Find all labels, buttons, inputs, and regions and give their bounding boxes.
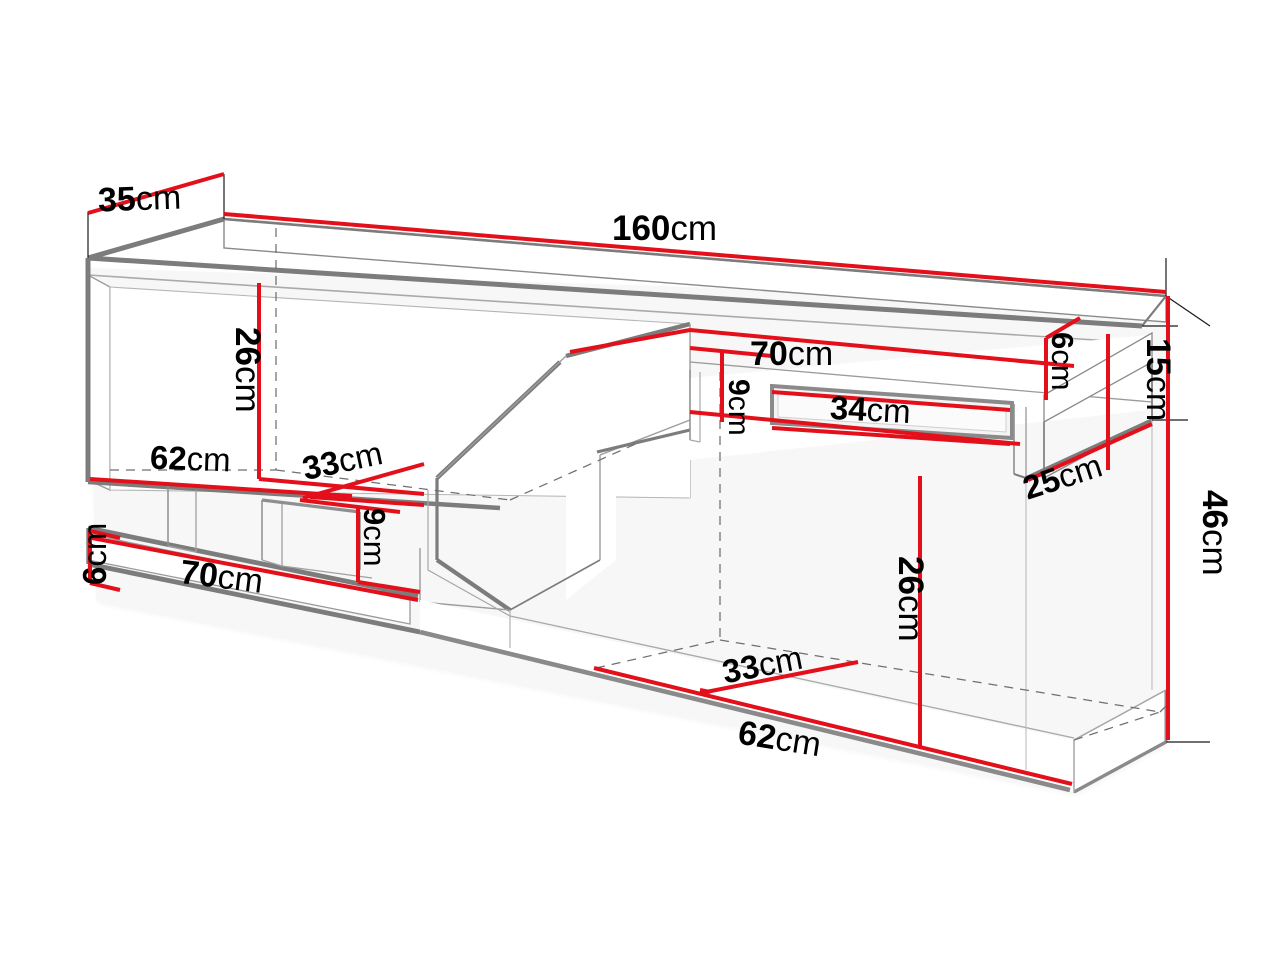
dimline-gap-right-top	[689, 346, 773, 358]
dimension-value: 15	[1139, 338, 1177, 376]
dimension-value: 70	[750, 335, 788, 373]
dimension-label-height-total-right: 46cm	[1195, 490, 1234, 576]
dimension-unit: cm	[787, 335, 834, 373]
dimension-value: 35	[97, 180, 137, 220]
dimension-value: 62	[149, 438, 188, 477]
dimension-label-depth-top-left: 35cm	[97, 178, 182, 220]
dimension-lines	[87, 172, 1170, 786]
center-angled-section	[419, 321, 691, 617]
dimline-height-plinth-left-tick	[89, 529, 121, 540]
dimension-label-gap-right-shelf: 9cm	[722, 379, 755, 436]
dimline-depth-right-step	[1027, 422, 1153, 482]
dimension-label-width-plinth-left: 70cm	[177, 553, 266, 601]
dimension-label-width-niche-right: 34cm	[829, 388, 912, 431]
dimension-value: 9	[722, 379, 755, 396]
dimension-value: 34	[829, 388, 868, 428]
dimline-height-plinth-left-tick2	[89, 581, 121, 592]
dimline-width-right-small	[705, 660, 859, 694]
dimline-width-left-small-b	[309, 495, 425, 507]
dimension-label-thickness-top-right: 6cm	[1045, 332, 1080, 391]
dimline-gap-left-bottom	[357, 580, 421, 594]
dimension-unit: cm	[1195, 528, 1234, 576]
dimension-unit: cm	[1045, 349, 1080, 391]
dimline-width-niche-lower	[771, 426, 1011, 446]
dimension-unit: cm	[228, 365, 267, 413]
dimension-unit: cm	[357, 525, 392, 567]
dimline-width-left-small	[302, 462, 425, 500]
dimline-width-total	[223, 212, 1167, 294]
dimension-unit: cm	[891, 594, 930, 642]
top-panel	[86, 216, 1167, 344]
dimline-shelf-diag	[569, 328, 691, 354]
dimension-unit: cm	[135, 178, 182, 219]
dimension-label-gap-left-center: 9cm	[357, 508, 392, 567]
dimension-label-height-right-cabinet: 26cm	[891, 556, 930, 642]
dimension-value: 6	[76, 566, 113, 585]
dimline-thickness-top-right-t1	[1044, 316, 1082, 340]
dimline-width-niche-upper	[771, 390, 1011, 412]
dimline-width-plinth-left	[91, 536, 419, 602]
dimension-value: 6	[1045, 332, 1080, 350]
dimline-depth-top-left	[87, 172, 225, 215]
dimension-unit: cm	[772, 719, 824, 765]
dimline-gap-left-top	[299, 498, 401, 514]
dimline-width-right-small-tick	[699, 688, 711, 694]
dimension-label-height-left-cabinet: 26cm	[228, 327, 267, 413]
dimension-unit: cm	[722, 395, 755, 436]
dimension-unit: cm	[865, 390, 912, 431]
dimension-value: 160	[612, 209, 671, 248]
furniture-body	[85, 174, 1211, 794]
dimline-gap-right-bottom	[689, 410, 1021, 446]
dimension-label-height-right-upper: 15cm	[1139, 338, 1177, 422]
dimension-label-height-plinth-left: 6cm	[76, 522, 113, 585]
dimension-label-width-left-door: 62cm	[149, 438, 232, 479]
dimline-width-left-door	[89, 477, 353, 498]
dimension-value: 62	[735, 713, 779, 758]
left-cabinet	[85, 258, 691, 511]
dimension-label-width-shelf-right: 70cm	[750, 337, 833, 371]
dimension-value: 26	[891, 556, 930, 595]
dimension-unit: cm	[670, 209, 718, 248]
dimension-unit: cm	[186, 439, 232, 479]
extension-lines	[87, 174, 1211, 743]
hidden-lines	[110, 228, 1167, 741]
dimension-unit: cm	[1139, 375, 1177, 422]
dimension-unit: cm	[76, 522, 113, 567]
dimension-value: 9	[357, 508, 392, 526]
dimline-width-right-door	[593, 666, 1073, 786]
dimension-value: 26	[228, 327, 267, 366]
dimline-width-shelf-right	[689, 328, 1075, 368]
dimension-value: 70	[177, 553, 221, 596]
dimension-label-width-total: 160cm	[612, 211, 717, 246]
dimension-value: 46	[1195, 490, 1234, 529]
dimension-unit: cm	[215, 557, 266, 601]
